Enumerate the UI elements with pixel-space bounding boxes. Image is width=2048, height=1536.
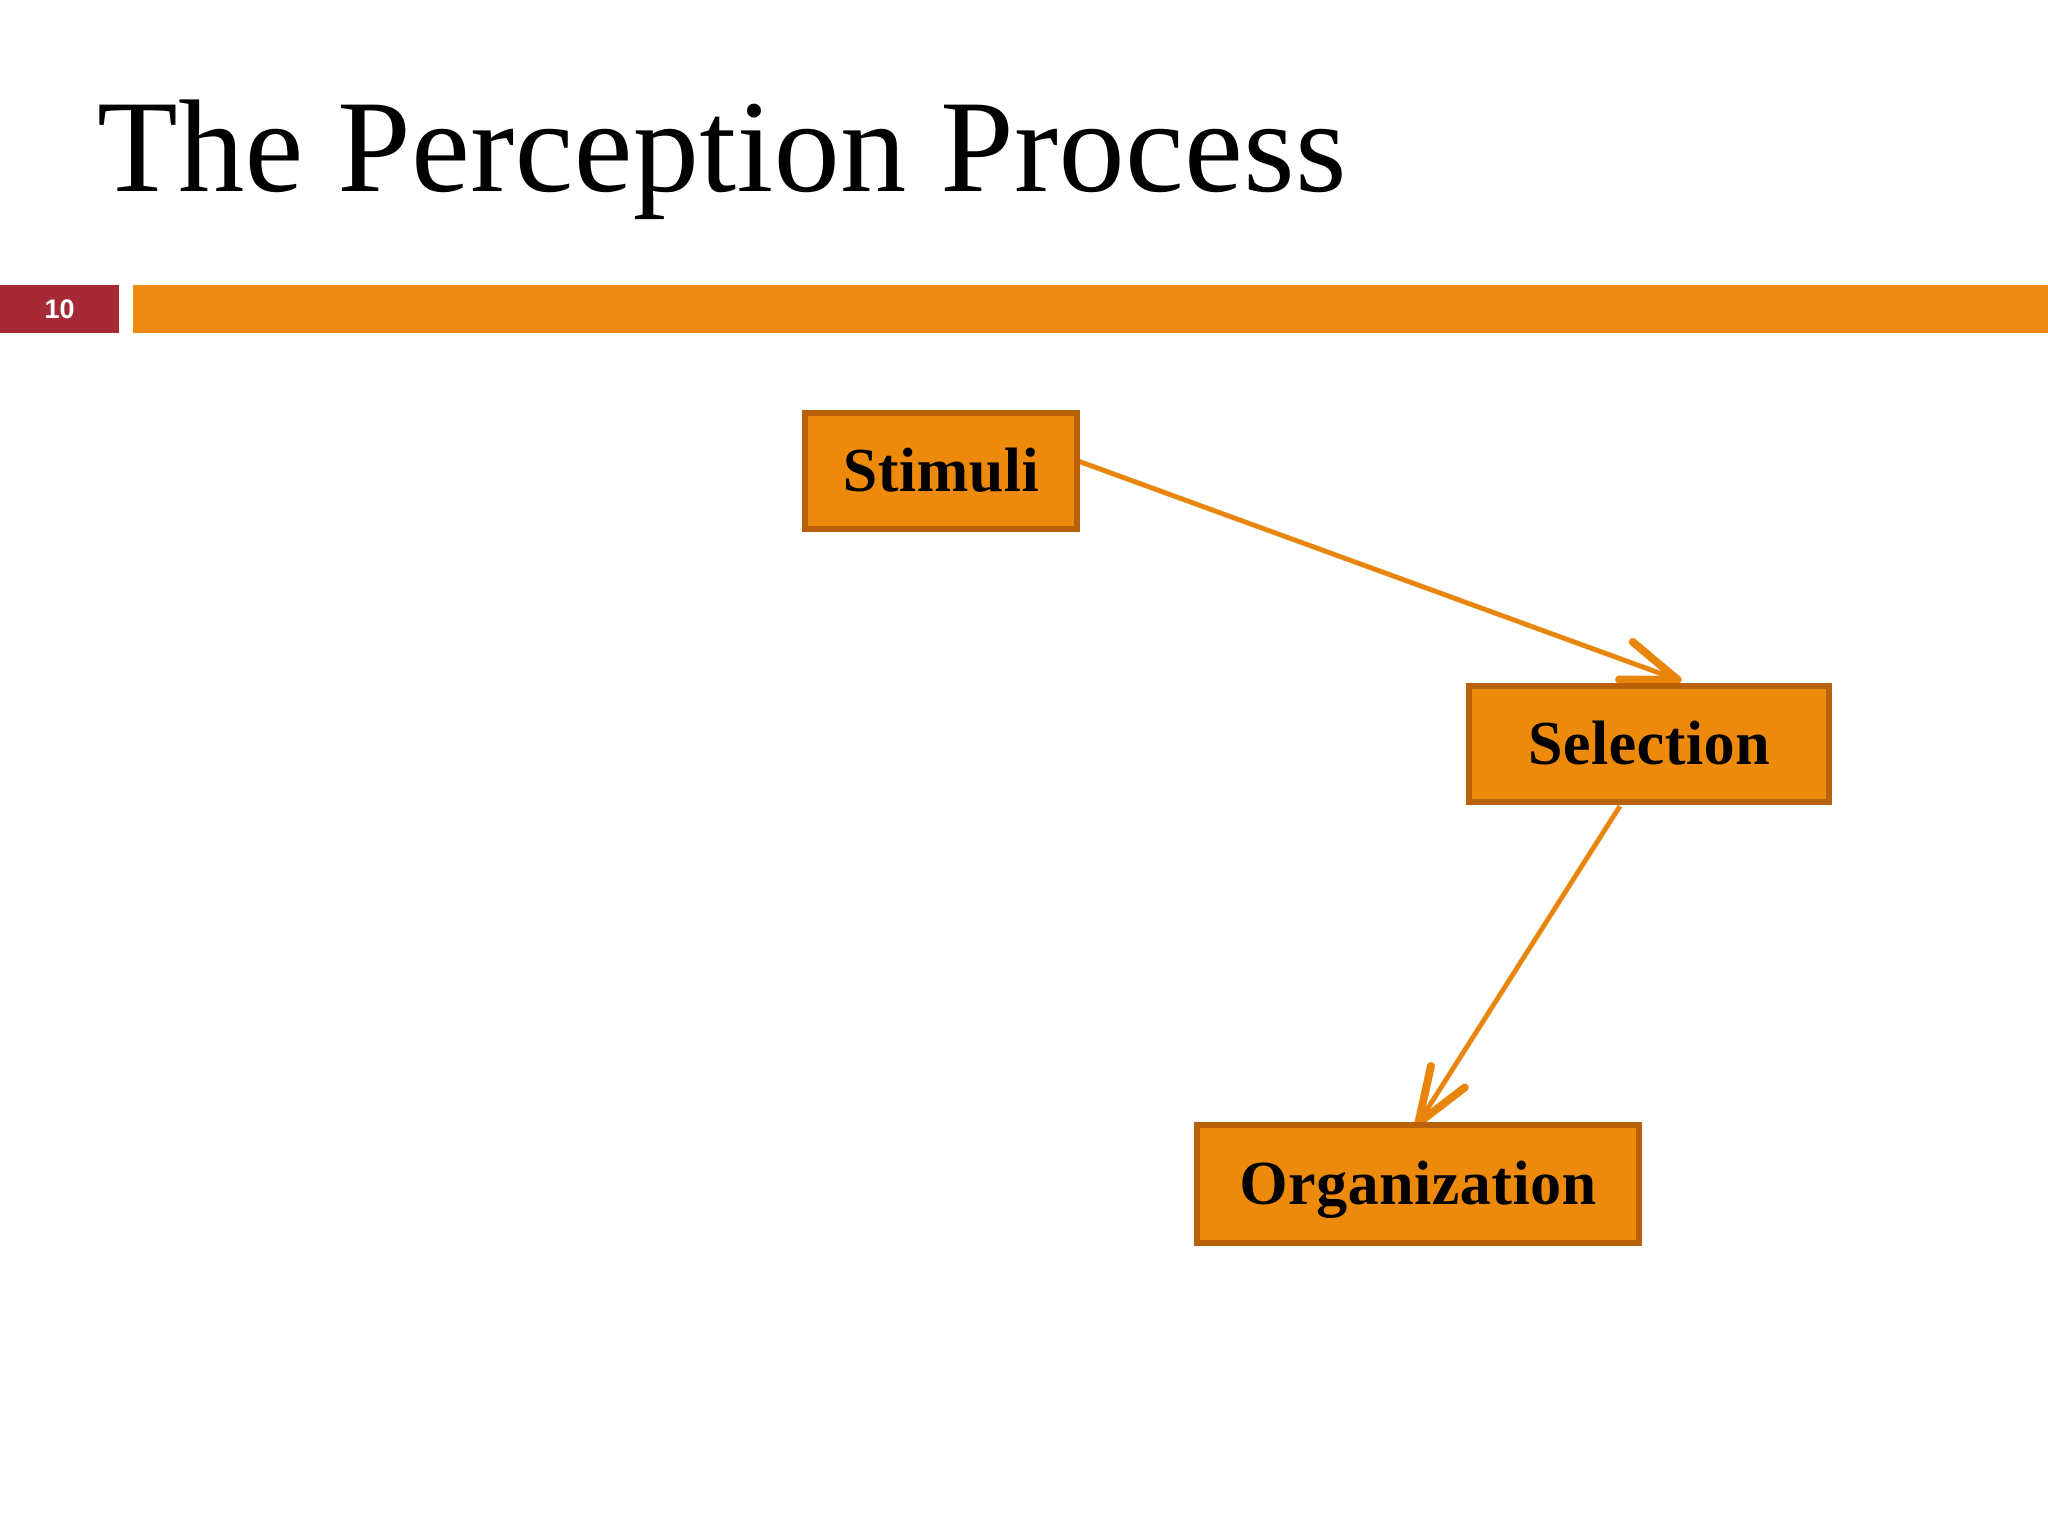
divider: 10 bbox=[0, 285, 2048, 333]
node-organization-label: Organization bbox=[1239, 1150, 1597, 1218]
arrow-selection-to-organization bbox=[1414, 804, 1623, 1128]
node-stimuli[interactable]: Stimuli bbox=[802, 410, 1080, 532]
node-selection[interactable]: Selection bbox=[1466, 683, 1832, 805]
page-title: The Perception Process bbox=[97, 73, 1347, 220]
slide-number-badge: 10 bbox=[0, 285, 119, 333]
node-stimuli-label: Stimuli bbox=[842, 437, 1040, 505]
arrow-stimuli-to-selection bbox=[1077, 458, 1682, 684]
node-organization[interactable]: Organization bbox=[1194, 1122, 1642, 1246]
accent-bar bbox=[133, 285, 2048, 333]
node-selection-label: Selection bbox=[1527, 710, 1771, 778]
